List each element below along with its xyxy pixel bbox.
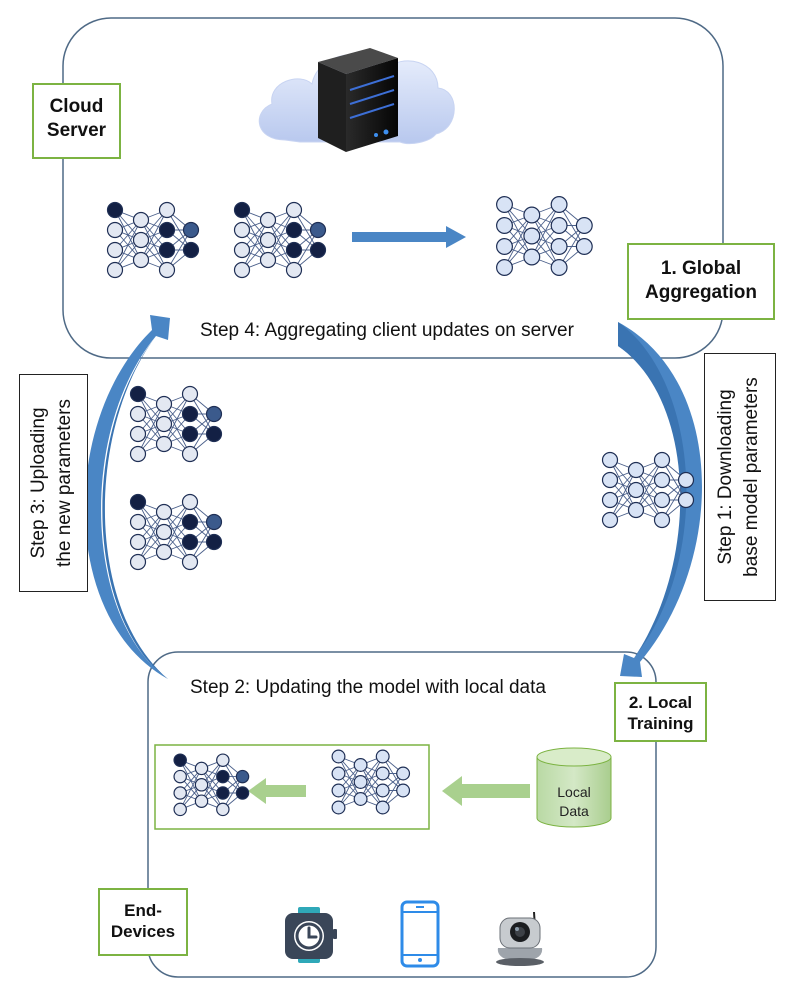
downloaded-model-icon: [601, 451, 695, 529]
end-devices-line1: End-: [124, 901, 162, 920]
step2-caption: Step 2: Updating the model with local da…: [190, 677, 546, 698]
updated-local-model-icon: [173, 753, 250, 817]
global-aggregation-line2: Aggregation: [645, 281, 757, 303]
data-input-arrow: [442, 776, 530, 806]
local-data-database-icon: [536, 747, 612, 828]
aggregation-arrow: [352, 226, 466, 248]
step3-text: Step 3: Uploading the new parameters: [26, 378, 80, 588]
download-curved-arrow: [618, 322, 702, 677]
global-model-icon: [496, 196, 593, 276]
step1-text: Step 1: Downloading base model parameter…: [713, 357, 767, 597]
end-devices-label: End- Devices: [98, 888, 188, 956]
smartwatch-icon: [285, 907, 337, 963]
step1-box: [704, 353, 776, 601]
smartphone-icon: [400, 900, 440, 968]
client-model-2-icon: [233, 201, 327, 279]
step4-caption: Step 4: Aggregating client updates on se…: [200, 320, 574, 341]
local-data-line2: Data: [559, 802, 589, 819]
cloud-label-line2: Server: [46, 119, 107, 141]
cloud-label-line1: Cloud: [49, 96, 104, 117]
ip-camera-icon: [496, 911, 544, 966]
step3-box: [19, 374, 88, 592]
step3-line1: Step 3: Uploading: [28, 407, 49, 559]
uploaded-model-1-icon: [129, 385, 223, 463]
local-data-label: Local Data: [547, 783, 601, 821]
local-training-label: 2. Local Training: [614, 682, 707, 742]
local-training-pipeline-box: [154, 744, 430, 830]
local-training-line2: Training: [627, 714, 694, 734]
step3-line2: the new parameters: [53, 399, 75, 567]
step1-line2: base model parameters: [740, 377, 762, 577]
end-devices-panel: [147, 651, 657, 978]
uploaded-model-2-icon: [129, 493, 223, 571]
local-data-line1: Local: [557, 784, 591, 800]
global-aggregation-line1: 1. Global: [660, 258, 742, 279]
global-aggregation-label: 1. Global Aggregation: [627, 243, 775, 320]
end-devices-line2: Devices: [110, 922, 176, 942]
step1-line1: Step 1: Downloading: [715, 389, 736, 565]
local-training-line1: 2. Local: [628, 693, 693, 712]
cloud-server-panel: [62, 17, 724, 359]
cloud-server-icon: [258, 48, 455, 152]
base-local-model-icon: [331, 749, 411, 815]
client-model-1-icon: [106, 201, 200, 279]
upload-curved-arrow: [84, 315, 170, 679]
cloud-server-label: Cloud Server: [32, 83, 121, 159]
training-arrow: [248, 778, 306, 804]
